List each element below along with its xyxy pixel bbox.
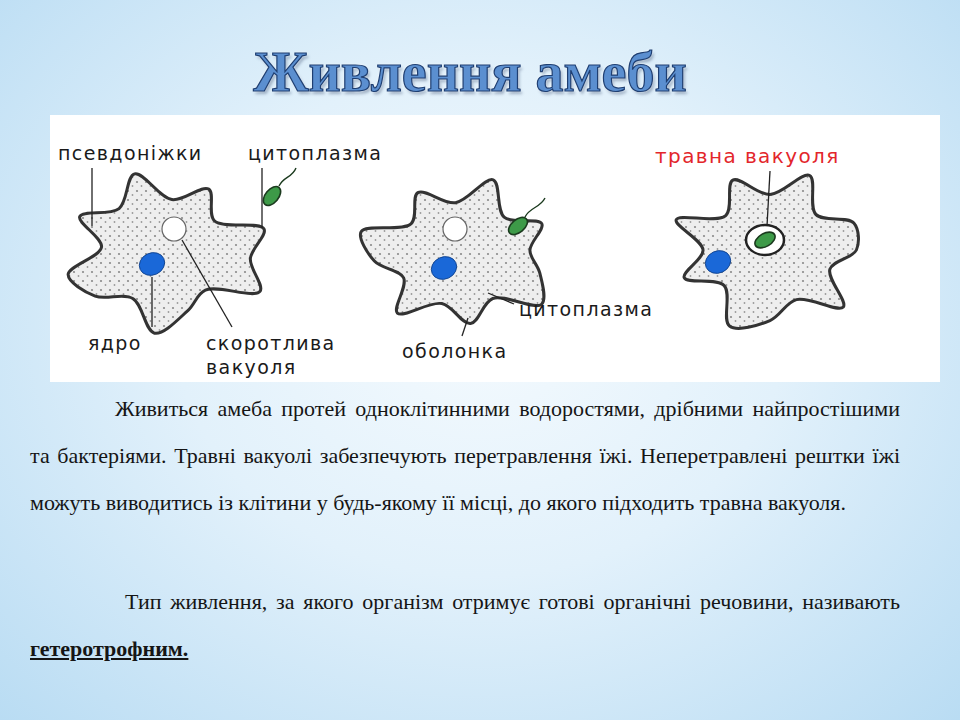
- food-organism: [260, 168, 296, 209]
- amoeba-cell: [676, 175, 858, 328]
- flagellum: [525, 198, 545, 217]
- slide-title: Живлення амеби: [0, 40, 940, 104]
- part-label: скоротлива вакуоля: [206, 331, 368, 379]
- nucleus: [702, 247, 735, 278]
- part-label: оболонка: [402, 339, 507, 363]
- body-paragraph: Живиться амеба протей одноклітинними вод…: [30, 385, 900, 526]
- picture-panel: [50, 115, 940, 382]
- leader-line: [261, 168, 262, 228]
- leader-line: [91, 168, 92, 226]
- body-text: Тип живлення, за якого організм отримує …: [125, 589, 900, 614]
- leader-line: [182, 240, 232, 327]
- food-body: [752, 229, 778, 251]
- nucleus: [428, 253, 461, 284]
- contractile-vacuole: [443, 217, 467, 241]
- part-label: цитоплазма: [248, 141, 382, 165]
- food-body: [505, 214, 530, 238]
- part-label: травна вакуоля: [655, 144, 840, 168]
- key-term: гетеротрофним.: [30, 636, 188, 661]
- amoeba-cell: [68, 174, 264, 334]
- body-paragraph: Тип живлення, за якого організм отримує …: [30, 578, 900, 672]
- leader-line: [767, 171, 770, 226]
- digestive-vacuole: [746, 225, 784, 255]
- leader-line: [488, 293, 514, 304]
- part-label: цитоплазма: [519, 297, 653, 321]
- nucleus: [136, 249, 169, 280]
- leader-line: [462, 318, 468, 336]
- leader-line: [151, 277, 152, 327]
- food-organism: [505, 198, 545, 238]
- contractile-vacuole: [162, 217, 186, 241]
- amoeba-cell: [360, 180, 544, 324]
- part-label: псевдоніжки: [58, 141, 203, 165]
- flagellum: [279, 168, 296, 186]
- part-label: ядро: [88, 331, 142, 355]
- food-body: [260, 183, 284, 208]
- food-organism: [752, 229, 778, 251]
